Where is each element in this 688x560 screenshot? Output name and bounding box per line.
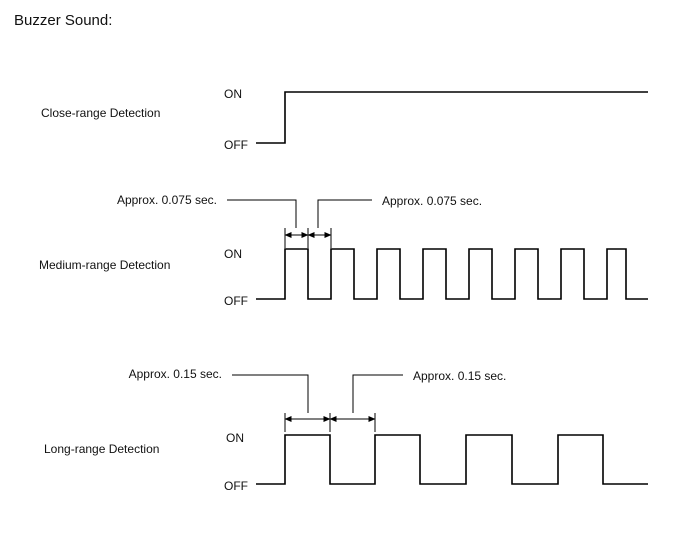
diagram-title: Buzzer Sound:	[14, 12, 112, 29]
long-range-waveform	[256, 434, 648, 485]
long-range-ann-right: Approx. 0.15 sec.	[413, 369, 506, 383]
medium-range-ann-right: Approx. 0.075 sec.	[382, 194, 482, 208]
medium-range-section: Approx. 0.075 sec. Approx. 0.075 sec. Me…	[39, 193, 648, 308]
close-range-section: Close-range Detection ON OFF	[41, 87, 648, 152]
medium-range-leader-left	[227, 199, 297, 228]
close-range-waveform	[256, 91, 648, 144]
medium-range-ann-left: Approx. 0.075 sec.	[117, 193, 217, 207]
long-range-ann-left: Approx. 0.15 sec.	[129, 367, 222, 381]
long-range-on-label: ON	[226, 431, 244, 445]
medium-range-label: Medium-range Detection	[39, 258, 170, 272]
long-range-section: Approx. 0.15 sec. Approx. 0.15 sec. Long…	[44, 367, 648, 493]
long-range-off-label: OFF	[224, 479, 248, 493]
close-range-label: Close-range Detection	[41, 106, 160, 120]
medium-range-leader-right	[317, 199, 372, 228]
long-range-label: Long-range Detection	[44, 442, 159, 456]
long-range-leader-right	[352, 374, 403, 413]
close-range-off-label: OFF	[224, 138, 248, 152]
medium-range-waveform	[256, 248, 648, 300]
medium-range-off-label: OFF	[224, 294, 248, 308]
long-range-leader-left	[232, 374, 309, 413]
medium-range-on-label: ON	[224, 247, 242, 261]
close-range-on-label: ON	[224, 87, 242, 101]
